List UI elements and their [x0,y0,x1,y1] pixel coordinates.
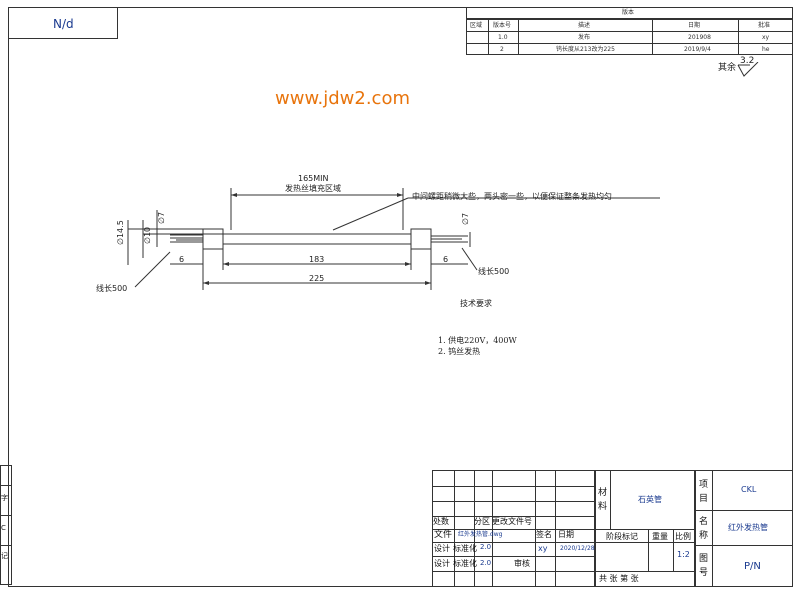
surface-finish-icon [737,62,759,77]
name-value: 红外发热管 [728,523,768,532]
rev-row1-approve: xy [762,34,770,41]
ratio-value: 1:2 [677,550,690,559]
hdr-change-file: 更改文件号 [492,517,532,526]
design-std-2: 标准化 [453,559,477,568]
dim-165: 165MIN [298,174,329,183]
design-label-2: 设计 [434,559,450,568]
dim-dia-14-5: ∅14.5 [116,220,125,245]
surface-finish-value: 3.2 [740,56,755,66]
dim-dia-7-left: ∅7 [157,211,166,224]
name-label: 名称 [699,517,709,541]
check-label: 审核 [514,559,530,568]
left-edge-2: C [1,524,6,532]
hdr-count: 处数 [433,517,449,526]
rev-row2-approve: he [762,46,770,53]
drawing-frame [8,7,793,587]
dim-6-left: 6 [179,255,185,264]
design-std: 标准化 [453,544,477,553]
design-name: xy [538,544,548,553]
pitch-note: 中间螺距稍微大些，两头密一些，以便保证整条发热均匀 [412,192,612,201]
rev-header-version: 版本号 [493,22,512,29]
watermark: www.jdw2.com [275,88,410,109]
rev-row2-version: 2 [500,46,504,53]
sheet-text: 共 张 第 张 [599,574,639,583]
corner-code-box: N/d [8,7,118,39]
rev-header-date: 日期 [688,22,701,29]
material-label: 材料 [598,488,608,512]
drawing-no-value: P/N [744,561,761,572]
end-cap-left [202,228,224,250]
design-label: 设计 [434,544,450,553]
dim-dia-7-right: ∅7 [461,212,470,225]
tech-title: 技术要求 [460,299,492,308]
tech-item-1: 1. 供电220V，400W [438,336,517,345]
drawing-no-label: 图号 [699,554,709,578]
hdr-zone: 分区 [474,517,490,526]
hdr-date: 日期 [558,530,574,539]
tube-body [222,233,412,245]
dim-225: 225 [309,274,325,283]
v1: 2.0 [480,543,492,551]
rev-header-approve: 批准 [758,22,771,29]
end-cap-right [410,228,432,250]
stage-label: 阶段标记 [606,532,638,541]
dim-6-right: 6 [443,255,449,264]
tech-item-2: 2. 钨丝发热 [438,347,481,356]
left-edge-3: 记 [1,552,8,560]
rev-row1-desc: 发布 [578,34,591,41]
rev-header-zone: 区域 [470,22,483,29]
left-edge-1: 字 [1,494,8,502]
project-label: 项目 [699,480,709,504]
rev-row2-desc: 钨长度从213改为225 [556,46,615,53]
revision-title: 版本 [622,9,635,16]
hdr-sign: 签名 [536,530,552,539]
design-date: 2020/12/28 [560,545,595,552]
wire-length-left: 线长500 [96,284,128,293]
rev-row1-date: 201908 [688,34,711,41]
corner-code: N/d [53,17,74,31]
wire-length-right: 线长500 [478,267,510,276]
rev-header-desc: 描述 [578,22,591,29]
surface-finish-label: 其余 [718,63,737,73]
file-label: 文件 [434,530,453,540]
rev-row1-version: 1.0 [498,34,508,41]
file-name: 红外发热管.dwg [458,531,503,538]
heat-zone-label: 发热丝填充区域 [285,184,341,193]
dim-183: 183 [309,255,325,264]
material-value: 石英管 [638,495,662,504]
rev-row2-date: 2019/9/4 [684,46,711,53]
project-value: CKL [741,485,757,494]
v2: 2.0 [480,559,492,567]
weight-label: 重量 [652,532,668,541]
dim-dia-10: ∅10 [143,226,152,244]
ratio-label: 比例 [675,532,691,541]
